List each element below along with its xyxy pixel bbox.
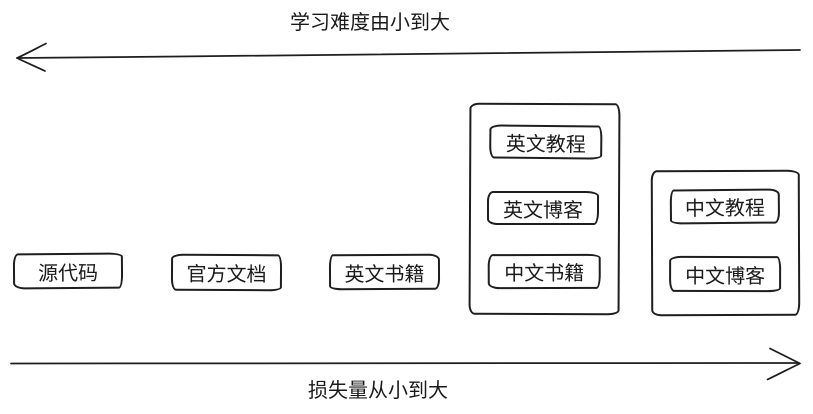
- node-english-books: 英文书籍: [328, 253, 441, 291]
- node-chinese-tutorials-label: 中文教程: [684, 197, 765, 221]
- node-source-code-label: 源代码: [37, 262, 99, 285]
- node-english-tutorials: 英文教程: [489, 124, 603, 160]
- loss-arrow-line: [10, 361, 800, 365]
- node-chinese-blogs: 中文博客: [669, 255, 782, 293]
- loss-axis-label: 损失量从小到大: [308, 380, 448, 402]
- node-english-tutorials-label: 英文教程: [505, 133, 586, 156]
- node-official-docs: 官方文档: [170, 253, 283, 292]
- node-source-code: 源代码: [12, 252, 124, 290]
- node-english-blogs: 英文博客: [486, 190, 600, 226]
- node-chinese-books-label: 中文书籍: [504, 262, 585, 286]
- difficulty-axis-label: 学习难度由小到大: [290, 12, 450, 34]
- difficulty-arrow-line: [16, 49, 801, 59]
- node-chinese-tutorials: 中文教程: [669, 188, 781, 225]
- group-chinese-resources: 中文教程 中文博客: [650, 169, 801, 317]
- node-chinese-blogs-label: 中文博客: [685, 265, 766, 288]
- node-official-docs-label: 官方文档: [186, 263, 267, 287]
- node-chinese-books: 中文书籍: [487, 253, 601, 290]
- group-english-and-chinese-books: 英文教程 英文博客 中文书籍: [468, 102, 621, 316]
- node-english-books-label: 英文书籍: [344, 263, 425, 286]
- node-english-blogs-label: 英文博客: [502, 199, 584, 222]
- difficulty-arrowhead-icon: [16, 42, 47, 72]
- loss-arrowhead-icon: [766, 347, 801, 381]
